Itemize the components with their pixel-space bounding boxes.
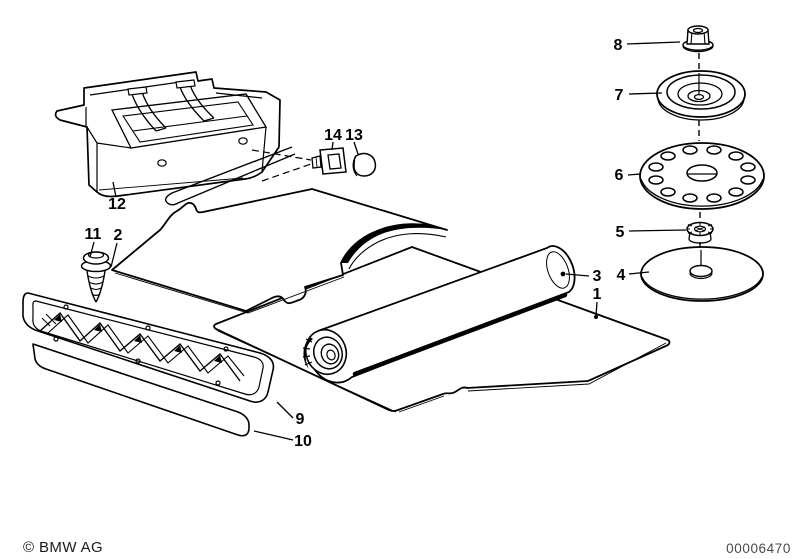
callout-14[interactable]: 14 bbox=[324, 127, 342, 144]
callout-12[interactable]: 12 bbox=[108, 196, 126, 213]
callout-leader-lines bbox=[89, 41, 687, 441]
callout-11[interactable]: 11 bbox=[85, 226, 102, 243]
part-8-hex-nut-drawing bbox=[682, 25, 714, 53]
callout-13[interactable]: 13 bbox=[345, 127, 363, 144]
callout-numbers: 1 2 3 4 5 6 7 8 9 10 11 12 13 14 bbox=[85, 37, 626, 450]
callout-3[interactable]: 3 bbox=[593, 268, 602, 285]
callout-1[interactable]: 1 bbox=[593, 286, 602, 303]
callout-9[interactable]: 9 bbox=[296, 411, 305, 428]
callout-2[interactable]: 2 bbox=[114, 227, 123, 244]
part-6-clamping-plate-drawing bbox=[639, 142, 765, 210]
mounting-dashed-lines bbox=[251, 149, 312, 182]
callout-7[interactable]: 7 bbox=[615, 87, 624, 104]
clamping-plate-holes bbox=[648, 145, 756, 203]
part-9-vent-grille-drawing bbox=[22, 292, 275, 403]
part-10-trim-panel-drawing bbox=[32, 343, 250, 437]
callout-6[interactable]: 6 bbox=[615, 167, 624, 184]
part-7-washer-cup-drawing bbox=[656, 70, 746, 121]
part-11-expanding-rivet-drawing bbox=[80, 251, 112, 303]
copyright-notice: © BMW AG bbox=[23, 539, 103, 556]
callout-10[interactable]: 10 bbox=[294, 433, 312, 450]
image-number: 00006470 bbox=[726, 541, 791, 556]
part-5-knurled-nut-drawing bbox=[686, 221, 714, 244]
part-14-clip-drawing bbox=[311, 147, 347, 175]
assembly-center-dashed-line bbox=[698, 53, 701, 247]
part-2-trunk-mat-drawing bbox=[111, 188, 448, 314]
part-12-cover-box-drawing bbox=[54, 71, 281, 198]
callout-8[interactable]: 8 bbox=[614, 37, 623, 54]
part-3-rolled-mat-drawing bbox=[302, 245, 576, 384]
shelf-ledge-drawing bbox=[164, 146, 312, 206]
callout-5[interactable]: 5 bbox=[616, 224, 625, 241]
part-4-clamping-disc-drawing bbox=[640, 246, 764, 302]
callout-4[interactable]: 4 bbox=[617, 267, 626, 284]
part-13-plug-drawing bbox=[352, 152, 377, 177]
